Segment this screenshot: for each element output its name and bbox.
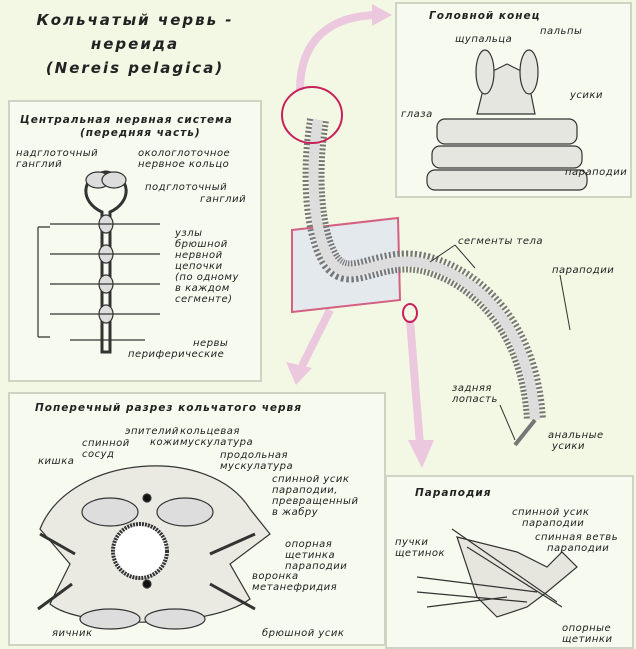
head-drawing (426, 49, 588, 191)
label: надглоточный (16, 148, 99, 159)
label: периферические (128, 349, 225, 360)
title-line: Кольчатый червь - (36, 11, 234, 29)
arrow-to-section (296, 308, 334, 372)
label: яичник (52, 628, 93, 639)
label: цепочки (175, 261, 223, 272)
label: спинной усик (272, 474, 350, 485)
label: метанефридия (252, 582, 338, 593)
parapodia-panel: Параподия спинной усик параподии спинная… (385, 475, 634, 649)
label: в жабру (272, 507, 319, 518)
panel-heading: Поперечный разрез кольчатого червя (35, 402, 302, 414)
label: воронка (252, 571, 299, 582)
nervous-system-panel: Центральная нервная система (передняя ча… (8, 100, 262, 382)
label: превращенный (272, 496, 359, 507)
label: брюшной усик (262, 628, 345, 639)
head-highlight (281, 86, 343, 144)
cross-section-drawing (37, 465, 271, 630)
label: мускулатура (180, 437, 254, 448)
label: параподии (565, 167, 628, 178)
label: щетинка (285, 550, 336, 561)
label: нервной (175, 250, 223, 261)
label: спинной (82, 438, 130, 449)
label: в каждом (175, 283, 230, 294)
label: кольцевая (180, 426, 240, 437)
label: усики (570, 90, 603, 101)
arrow-to-parapodia (406, 319, 424, 446)
label: нервное кольцо (138, 159, 230, 170)
label: опорные (562, 623, 612, 634)
title-line: (Nereis pelagica) (45, 59, 225, 77)
label: кожи (150, 437, 180, 448)
label: задняя (452, 383, 492, 394)
label: параподии (552, 265, 615, 276)
label: ганглий (16, 159, 63, 170)
label: пальпы (540, 26, 583, 37)
arrow-head-3 (408, 440, 434, 468)
label: эпителий (125, 426, 179, 437)
label: опорная (285, 539, 333, 550)
label: анальные (548, 430, 604, 441)
label: пучки (395, 537, 429, 548)
head-panel: Головной конец щупальца пальпы глаза уси… (395, 2, 632, 198)
label: продольная (220, 450, 289, 461)
label: параподии (547, 543, 610, 554)
label: параподии, (272, 485, 338, 496)
label: щетинок (395, 548, 446, 559)
title-line: нереида (90, 35, 180, 53)
label: окологлоточное (138, 148, 231, 159)
label: сегменты тела (458, 236, 544, 247)
panel-heading: Центральная нервная система (20, 114, 233, 126)
label: сосуд (82, 449, 115, 460)
nerve-chain-drawing (37, 170, 160, 354)
label: кишка (38, 456, 75, 467)
label: усики (552, 441, 585, 452)
label: брюшной (175, 239, 228, 250)
label: глаза (401, 109, 433, 120)
label: нервы (193, 338, 229, 349)
page-title: Кольчатый червь - нереида (Nereis pelagi… (20, 8, 250, 80)
arrow-to-head (296, 11, 381, 91)
label: спинная ветвь (535, 532, 619, 543)
panel-heading: Параподия (415, 487, 492, 499)
label: ганглий (200, 194, 247, 205)
arrow-head-2 (286, 362, 312, 385)
label: сегменте) (175, 294, 233, 305)
label: мускулатура (220, 461, 294, 472)
parapodia-highlight (402, 303, 418, 323)
label: узлы (175, 228, 203, 239)
label: щупальца (455, 34, 513, 45)
parapodia-drawing (416, 528, 578, 618)
label: спинной усик (512, 507, 590, 518)
label: параподии (522, 518, 585, 529)
panel-heading: Головной конец (429, 10, 541, 22)
label: (по одному (175, 272, 239, 283)
arrow-head-1 (372, 4, 392, 26)
cross-section-panel: Поперечный разрез кольчатого червя эпите… (8, 392, 386, 646)
panel-subheading: (передняя часть) (80, 127, 201, 139)
label: подглоточный (145, 182, 228, 193)
label: параподии (285, 561, 348, 572)
label: лопасть (452, 394, 498, 405)
